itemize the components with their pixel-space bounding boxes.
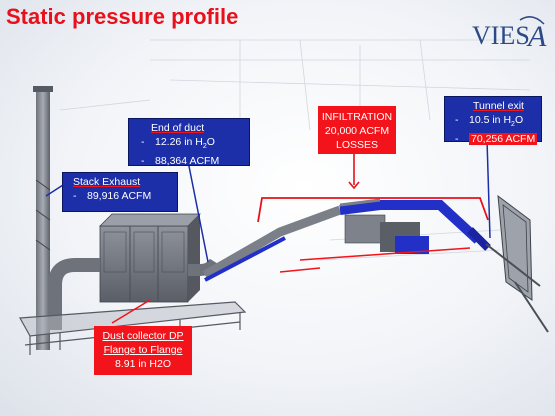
page-title: Static pressure profile [6, 4, 239, 29]
tunnel-exit-heading: Tunnel exit [473, 100, 524, 112]
dust-collector [99, 213, 201, 303]
stack-exhaust-heading: Stack Exhaust [73, 176, 141, 188]
logo-wordmark: VIES [472, 21, 530, 50]
dust-collector-leader [111, 299, 151, 324]
tunnel-exit-flow: 70,256 ACFM [469, 133, 538, 146]
stack-exhaust-flow: 89,916 ACFM [87, 190, 152, 202]
viesa-logo: VIES A [472, 16, 547, 53]
dust-collector-title: Dust collector DP [102, 330, 184, 342]
infiltration-bracket [257, 197, 489, 223]
logo-flourish: A [526, 20, 547, 53]
infiltration-label: INFILTRATION [321, 111, 393, 123]
end-of-duct-heading: End of duct [151, 122, 205, 134]
end-of-duct-pressure: 12.26 in H2O [155, 136, 215, 151]
stack-exhaust-callout: Stack Exhaust -89,916 ACFM [62, 172, 178, 212]
tunnel-exit-leader [486, 139, 491, 239]
infiltration-losses: LOSSES [335, 139, 379, 151]
end-of-duct-callout: End of duct -12.26 in H2O -88,364 ACFM [128, 118, 250, 168]
dust-collector-subtitle: Flange to Flange [103, 344, 183, 356]
main-duct [202, 198, 491, 282]
exhaust-stack [33, 86, 53, 350]
fan-equipment [279, 214, 471, 273]
dust-collector-callout: Dust collector DP Flange to Flange 8.91 … [94, 326, 192, 375]
dust-collector-value: 8.91 in H2O [114, 358, 172, 370]
infiltration-flow: 20,000 ACFM [324, 125, 390, 137]
tunnel-exit-callout: Tunnel exit -10.5 in H2O -70,256 ACFM [444, 96, 542, 146]
infiltration-pointer-tip [348, 181, 360, 190]
end-of-duct-flow: 88,364 ACFM [155, 155, 220, 168]
tunnel-exit-pressure: 10.5 in H2O [469, 114, 524, 129]
stack-exhaust-leader [45, 184, 64, 197]
tunnel-gate [485, 194, 549, 333]
infiltration-callout: INFILTRATION 20,000 ACFM LOSSES [318, 106, 396, 154]
